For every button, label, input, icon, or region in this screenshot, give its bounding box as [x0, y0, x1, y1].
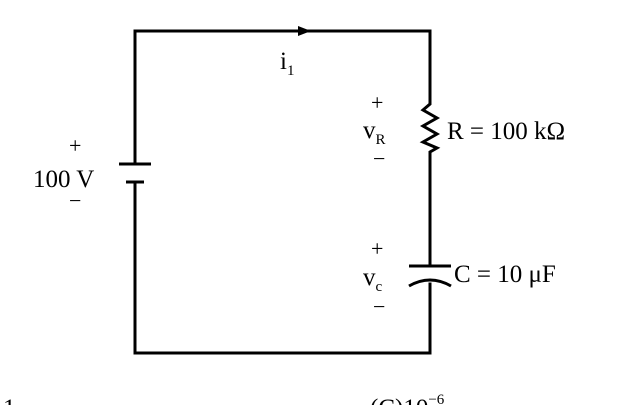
resistor-minus-sign: −	[373, 146, 385, 171]
resistor-voltage-label: vR	[363, 117, 386, 148]
capacitor-voltage-label: vc	[363, 264, 383, 295]
resistor-plus-sign: +	[371, 90, 383, 115]
capacitor-curved-plate	[408, 278, 452, 288]
current-arrow-icon	[298, 26, 311, 36]
capacitor-plus-sign: +	[371, 236, 383, 261]
source-plus-sign: +	[69, 133, 81, 158]
capacitor-value-label: C = 10 μF	[454, 261, 556, 288]
footer-left-fragment: 1	[3, 395, 16, 405]
source-voltage-label: 100 V	[33, 166, 94, 193]
resistor-symbol	[419, 92, 441, 162]
capacitor-minus-sign: −	[373, 294, 385, 319]
resistor-value-label: R = 100 kΩ	[447, 118, 565, 145]
footer-right-fragment: (C)10−6	[370, 392, 445, 405]
current-label: i1	[280, 48, 294, 79]
source-minus-sign: −	[69, 188, 81, 213]
